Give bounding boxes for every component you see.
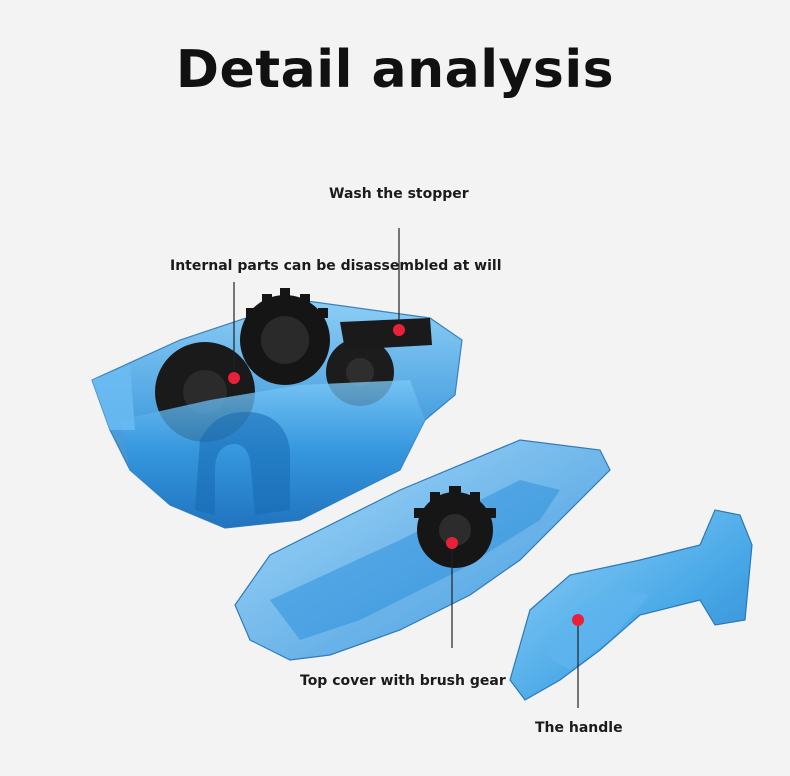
label-wash-stopper: Wash the stopper	[329, 186, 469, 202]
marker-top-cover	[446, 537, 458, 549]
cleaner-housing	[91, 288, 463, 529]
marker-internal	[228, 372, 240, 384]
label-internal-parts: Internal parts can be disassembled at wi…	[170, 258, 502, 274]
top-cover	[234, 439, 611, 661]
label-top-cover: Top cover with brush gear	[300, 673, 506, 689]
markers	[228, 324, 584, 626]
marker-stopper	[393, 324, 405, 336]
marker-handle	[572, 614, 584, 626]
handle-part	[509, 509, 753, 701]
page-title: Detail analysis	[175, 40, 615, 100]
brush-gear	[414, 486, 496, 568]
label-handle: The handle	[535, 720, 623, 736]
leader-lines	[233, 228, 579, 708]
